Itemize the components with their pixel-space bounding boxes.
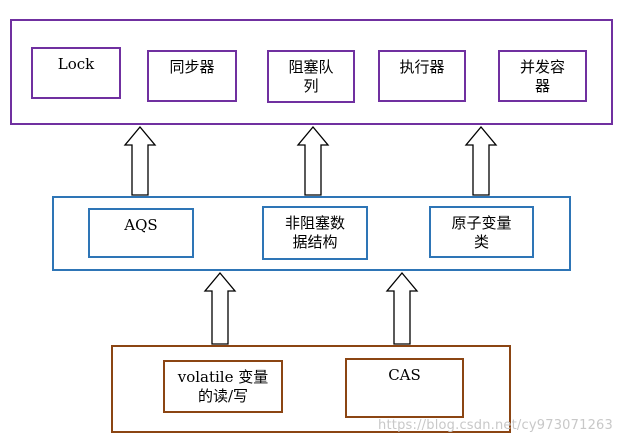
lock-label: Lock	[57, 55, 95, 73]
executor-label: 执行器	[399, 58, 445, 76]
atomic-variable-label: 原子变量 类	[451, 214, 512, 251]
blocking-queue-label: 阻塞队 列	[288, 58, 334, 95]
synchronizer-label: 同步器	[169, 58, 215, 76]
blocking-queue-box: 阻塞队 列	[267, 50, 355, 103]
concurrent-container-label: 并发容 器	[519, 58, 565, 95]
arrow-aqs-to-top	[123, 125, 157, 196]
volatile-label: volatile 变量 的读/写	[177, 368, 269, 405]
volatile-box: volatile 变量 的读/写	[163, 360, 283, 413]
non-blocking-ds-label: 非阻塞数 据结构	[284, 214, 345, 251]
arrow-volatile-to-mid	[203, 271, 237, 345]
cas-label: CAS	[388, 366, 421, 384]
synchronizer-box: 同步器	[147, 50, 237, 102]
aqs-label: AQS	[124, 216, 158, 234]
arrow-cas-to-mid	[385, 271, 419, 345]
arrow-nbds-to-top	[296, 125, 330, 196]
arrow-atomic-to-top	[464, 125, 498, 196]
non-blocking-ds-box: 非阻塞数 据结构	[262, 206, 368, 260]
cas-box: CAS	[345, 358, 464, 418]
concurrent-container-box: 并发容 器	[498, 50, 587, 102]
atomic-variable-box: 原子变量 类	[429, 206, 534, 258]
executor-box: 执行器	[378, 50, 466, 102]
lock-box: Lock	[31, 47, 121, 99]
watermark-text: https://blog.csdn.net/cy973071263	[378, 418, 613, 433]
aqs-box: AQS	[88, 208, 194, 258]
